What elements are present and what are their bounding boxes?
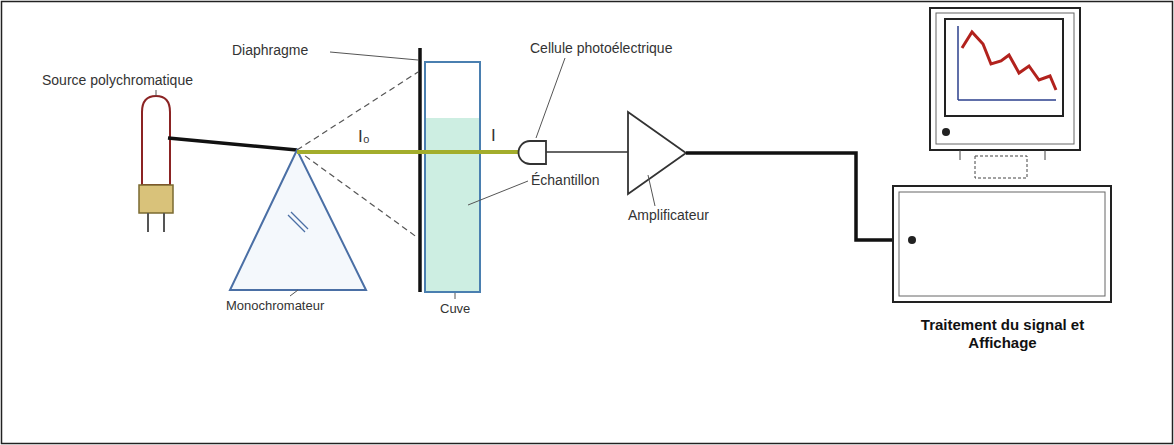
caption-label: Traitement du signal et Affichage bbox=[915, 316, 1090, 352]
lamp-symbol bbox=[139, 96, 173, 232]
monitor-symbol bbox=[930, 8, 1080, 178]
dispersed-ray bbox=[297, 150, 418, 238]
part-label: I₀ bbox=[358, 127, 370, 147]
prism-symbol bbox=[230, 150, 366, 290]
leader-lines bbox=[156, 52, 655, 299]
part-label: Cuve bbox=[440, 301, 470, 317]
part-label: Échantillon bbox=[531, 172, 600, 189]
part-label: Diaphragme bbox=[232, 42, 308, 59]
monochromatic-beam bbox=[297, 150, 518, 154]
part-label: Amplificateur bbox=[628, 207, 709, 224]
computer-case bbox=[893, 186, 1111, 302]
signal-cable bbox=[686, 153, 894, 240]
photocell-symbol bbox=[519, 141, 547, 164]
amplifier-symbol bbox=[628, 112, 686, 194]
polychromatic-beam bbox=[168, 138, 297, 150]
diaphragm-plate bbox=[418, 48, 422, 292]
dispersed-ray bbox=[297, 72, 418, 150]
part-label: Source polychromatique bbox=[42, 72, 193, 89]
part-label: I bbox=[491, 126, 496, 146]
signal-wire bbox=[546, 151, 628, 153]
part-label: Cellule photoélectrique bbox=[530, 40, 672, 57]
part-label: Monochromateur bbox=[226, 298, 324, 314]
cuvette-symbol bbox=[425, 62, 480, 292]
